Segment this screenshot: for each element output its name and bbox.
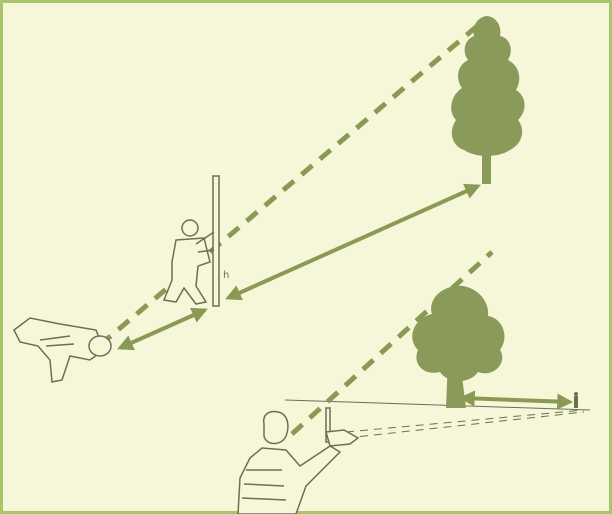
pole-mark-label: h [223, 270, 229, 281]
measuring-pole: h [212, 175, 229, 307]
observer-with-stick [237, 407, 360, 514]
thin-sight-line-upper [345, 409, 585, 433]
lying-observer [13, 317, 112, 383]
thin-sight-line-lower [345, 411, 585, 439]
sight-line-to-treetop [98, 20, 484, 347]
tree-to-assistant-distance-arrow [458, 390, 574, 410]
standing-assistant [162, 219, 215, 305]
observer-to-pole-distance-arrow [117, 307, 208, 351]
pole-to-tree-distance-arrow [225, 183, 481, 301]
round-tree [412, 285, 505, 408]
distant-assistant [574, 392, 578, 408]
sight-line-to-round-tree [290, 250, 494, 436]
tall-tree [451, 16, 525, 184]
